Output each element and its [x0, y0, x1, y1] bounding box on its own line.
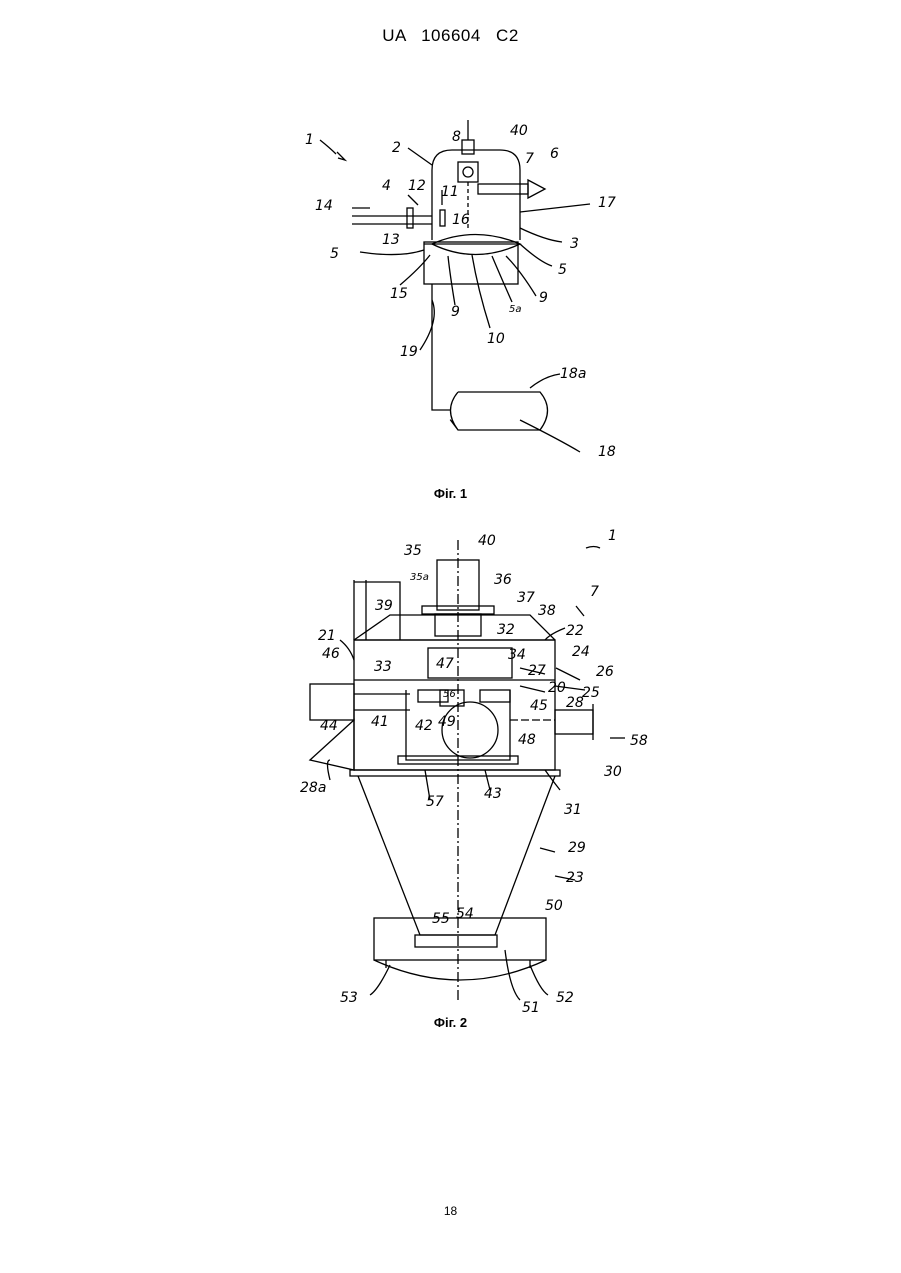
svg-text:20: 20: [548, 680, 566, 696]
svg-text:38: 38: [538, 603, 556, 619]
svg-text:32: 32: [497, 622, 515, 638]
svg-text:54: 54: [456, 906, 474, 922]
svg-text:52: 52: [556, 990, 574, 1006]
figure-2-drawing: 1 7 20 21 22 23 24 25 26 27 28 28a 29 30…: [0, 0, 901, 1040]
svg-text:34: 34: [508, 647, 526, 663]
svg-text:57: 57: [426, 794, 444, 810]
svg-text:28: 28: [566, 695, 584, 711]
svg-text:41: 41: [371, 714, 389, 730]
svg-text:7: 7: [590, 584, 599, 600]
svg-text:35: 35: [404, 543, 422, 559]
svg-text:33: 33: [374, 659, 392, 675]
svg-text:56: 56: [443, 689, 456, 700]
svg-text:31: 31: [564, 802, 582, 818]
svg-text:58: 58: [630, 733, 648, 749]
svg-text:28a: 28a: [300, 780, 326, 796]
svg-text:36: 36: [494, 572, 512, 588]
svg-text:50: 50: [545, 898, 563, 914]
svg-text:43: 43: [484, 786, 502, 802]
svg-text:42: 42: [415, 718, 433, 734]
svg-text:22: 22: [566, 623, 584, 639]
svg-text:24: 24: [572, 644, 590, 660]
svg-text:39: 39: [375, 598, 393, 614]
svg-text:27: 27: [528, 663, 546, 679]
svg-text:21: 21: [318, 628, 336, 644]
svg-text:51: 51: [522, 1000, 540, 1016]
svg-text:1: 1: [608, 528, 617, 544]
svg-text:46: 46: [322, 646, 340, 662]
svg-text:30: 30: [604, 764, 622, 780]
svg-text:26: 26: [596, 664, 614, 680]
svg-text:25: 25: [582, 685, 600, 701]
svg-text:29: 29: [568, 840, 586, 856]
svg-text:55: 55: [432, 911, 450, 927]
svg-text:44: 44: [320, 718, 338, 734]
svg-text:23: 23: [566, 870, 584, 886]
svg-text:48: 48: [518, 732, 536, 748]
svg-text:49: 49: [438, 714, 456, 730]
svg-text:47: 47: [436, 656, 454, 672]
page-number: 18: [0, 1204, 901, 1218]
svg-text:45: 45: [530, 698, 548, 714]
svg-text:53: 53: [340, 990, 358, 1006]
svg-text:37: 37: [517, 590, 535, 606]
svg-text:40: 40: [478, 533, 496, 549]
svg-text:35a: 35a: [410, 572, 429, 583]
figure-2-caption: Фіг. 2: [0, 1015, 901, 1030]
